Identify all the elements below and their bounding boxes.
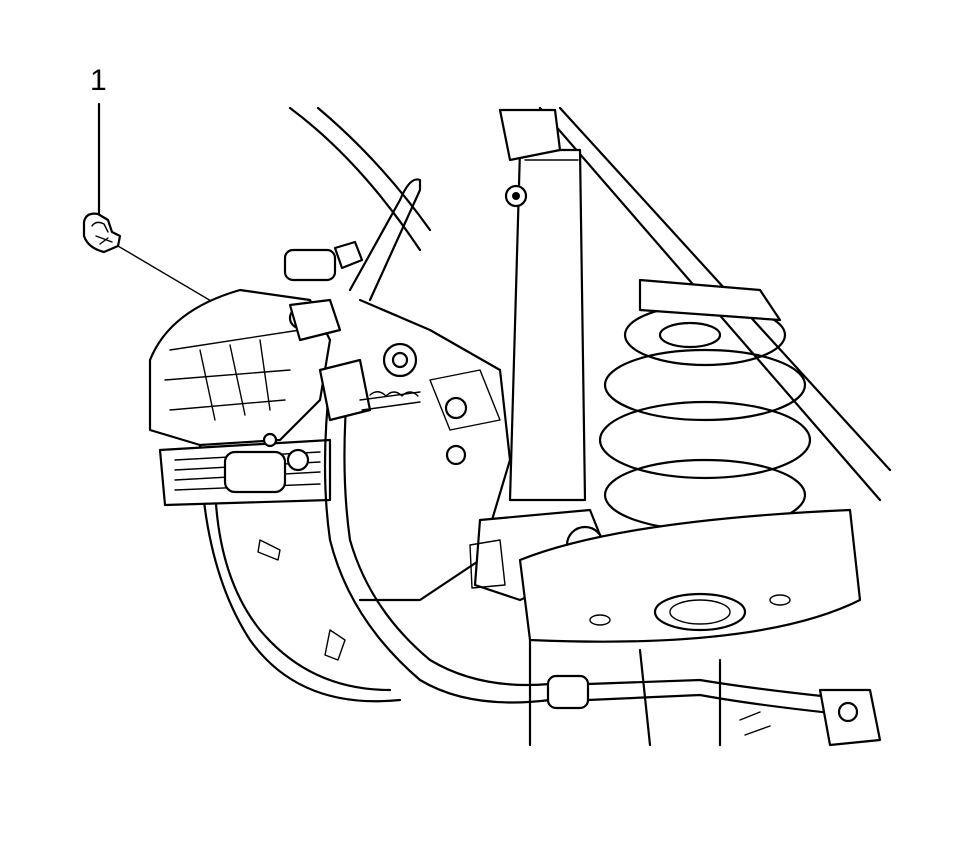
lower-bracket [739, 688, 882, 747]
knuckle-body [358, 298, 512, 602]
brake-hose-fitting [283, 240, 364, 342]
coil-spring [598, 278, 812, 532]
brake-caliper [148, 288, 332, 507]
callout-number: 1 [90, 64, 107, 97]
retainer-clip [82, 212, 122, 254]
cable-bracket [318, 358, 421, 422]
lower-control-arm [518, 508, 862, 747]
body-panel [288, 106, 892, 502]
shock-absorber [469, 108, 612, 602]
